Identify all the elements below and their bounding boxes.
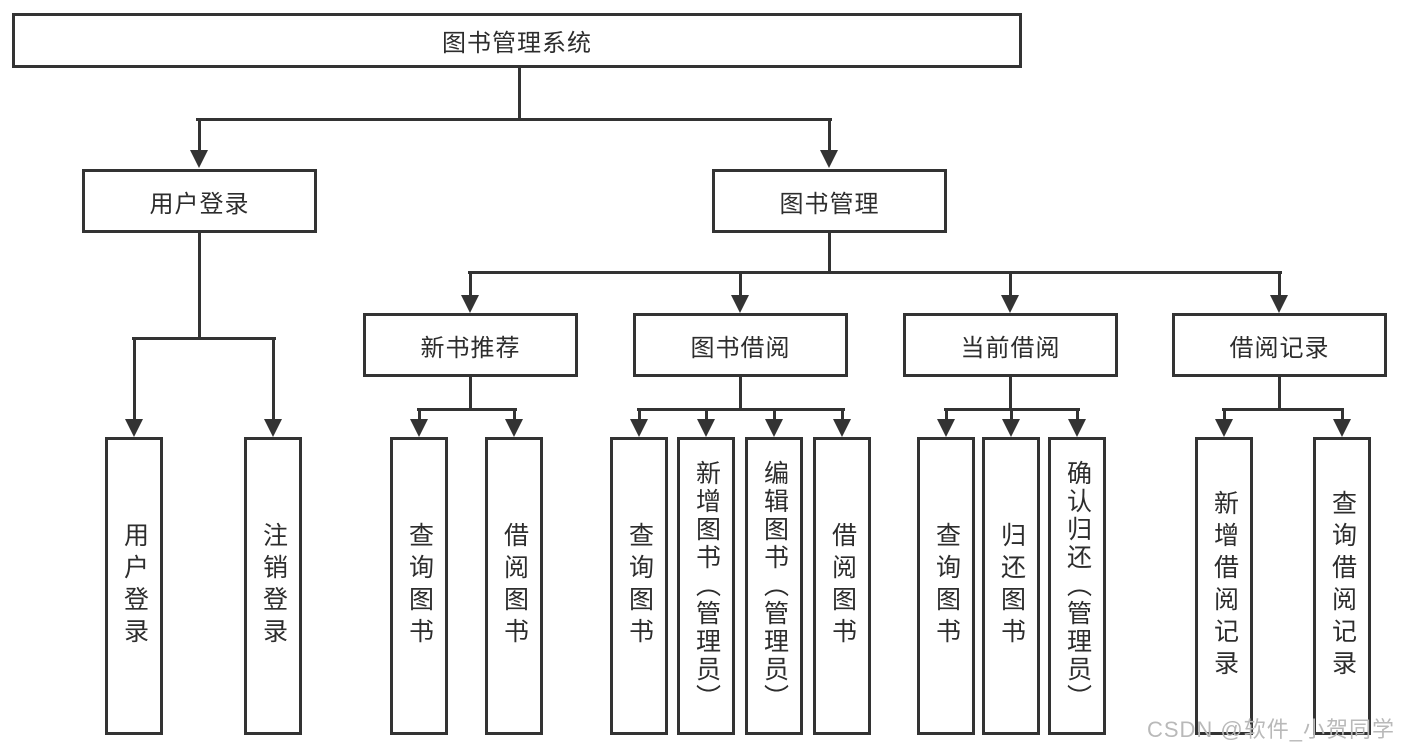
leaf-cb-query-books: 查询图书 (917, 437, 975, 735)
connector-leaf-drop (1010, 408, 1013, 421)
node-book-management: 图书管理 (712, 169, 947, 233)
connector-level1-rail (196, 118, 832, 121)
node-user-login: 用户登录 (82, 169, 317, 233)
connector-recommend-stem (469, 377, 472, 411)
csdn-watermark: CSDN @软件_小贺同学 (1146, 717, 1395, 742)
connector-book-mgmt-drop (828, 118, 831, 152)
arrowhead-leaf (630, 419, 648, 437)
node-new-book-recommendation-label: 新书推荐 (420, 334, 521, 362)
leaf-user-login: 用户登录 (105, 437, 163, 735)
connector-level3-rail (468, 271, 1282, 274)
connector-records-drop (1278, 271, 1281, 297)
leaf-cb-query-books-label: 查询图书 (932, 522, 961, 650)
leaf-br-add-record-label: 新增借阅记录 (1210, 490, 1239, 682)
arrowhead-leaf (765, 419, 783, 437)
connector-recommend-rail (417, 408, 517, 411)
leaf-user-login-label: 用户登录 (120, 522, 149, 650)
connector-leaf-drop (638, 408, 641, 421)
leaf-logout: 注销登录 (244, 437, 302, 735)
arrowhead-user-login (190, 150, 208, 168)
connector-leaf-drop (773, 408, 776, 421)
node-book-borrowing-label: 图书借阅 (690, 334, 791, 362)
leaf-bb-query-books: 查询图书 (610, 437, 668, 735)
leaf-bb-borrow-books: 借阅图书 (813, 437, 871, 735)
connector-leaf-drop (418, 408, 421, 421)
leaf-cb-return-books-label: 归还图书 (997, 522, 1026, 650)
arrowhead-current (1001, 295, 1019, 313)
node-book-borrowing: 图书借阅 (633, 313, 848, 377)
arrowhead-borrowing (731, 295, 749, 313)
arrowhead-leaf (833, 419, 851, 437)
arrowhead-leaf-login (125, 419, 143, 437)
arrowhead-leaf-logout (264, 419, 282, 437)
connector-leaf-drop (705, 408, 708, 421)
connector-leaf-drop (945, 408, 948, 421)
connector-borrowing-drop (739, 271, 742, 297)
connector-leaf-drop (1223, 408, 1226, 421)
arrowhead-leaf (697, 419, 715, 437)
leaf-br-query-record: 查询借阅记录 (1313, 437, 1371, 735)
connector-book-mgmt-stem (828, 233, 831, 274)
leaf-cb-confirm-return-admin-label: 确认归还（管理员） (1063, 460, 1092, 712)
node-book-management-label: 图书管理 (779, 190, 880, 218)
arrowhead-leaf (937, 419, 955, 437)
arrowhead-leaf (1068, 419, 1086, 437)
node-current-borrowing-label: 当前借阅 (960, 334, 1061, 362)
connector-user-login-rail (132, 337, 276, 340)
connector-leaf-login-drop (133, 337, 136, 421)
connector-root-stem (518, 66, 521, 120)
arrowhead-leaf (1002, 419, 1020, 437)
arrowhead-leaf (410, 419, 428, 437)
connector-current-stem (1009, 377, 1012, 411)
leaf-cb-confirm-return-admin: 确认归还（管理员） (1048, 437, 1106, 735)
node-borrowing-records-label: 借阅记录 (1229, 334, 1330, 362)
arrowhead-leaf (1215, 419, 1233, 437)
connector-recommend-drop (469, 271, 472, 297)
connector-records-stem (1278, 377, 1281, 411)
leaf-rec-query-books: 查询图书 (390, 437, 448, 735)
leaf-bb-add-books-admin-label: 新增图书（管理员） (692, 460, 721, 712)
leaf-rec-borrow-books-label: 借阅图书 (500, 522, 529, 650)
connector-borrowing-stem (739, 377, 742, 411)
leaf-rec-borrow-books: 借阅图书 (485, 437, 543, 735)
leaf-bb-borrow-books-label: 借阅图书 (828, 522, 857, 650)
arrowhead-records (1270, 295, 1288, 313)
node-root: 图书管理系统 (12, 13, 1022, 68)
leaf-bb-edit-books-admin-label: 编辑图书（管理员） (760, 460, 789, 712)
connector-leaf-drop (1341, 408, 1344, 421)
connector-records-rail (1222, 408, 1344, 411)
leaf-br-query-record-label: 查询借阅记录 (1328, 490, 1357, 682)
connector-leaf-drop (841, 408, 844, 421)
node-user-login-label: 用户登录 (149, 190, 250, 218)
connector-user-login-stem (198, 233, 201, 340)
arrowhead-recommend (461, 295, 479, 313)
leaf-br-add-record: 新增借阅记录 (1195, 437, 1253, 735)
leaf-logout-label: 注销登录 (259, 522, 288, 650)
leaf-bb-add-books-admin: 新增图书（管理员） (677, 437, 735, 735)
node-current-borrowing: 当前借阅 (903, 313, 1118, 377)
leaf-rec-query-books-label: 查询图书 (405, 522, 434, 650)
arrowhead-book-mgmt (820, 150, 838, 168)
node-new-book-recommendation: 新书推荐 (363, 313, 578, 377)
connector-user-login-drop (198, 118, 201, 152)
arrowhead-leaf (1333, 419, 1351, 437)
connector-leaf-logout-drop (272, 337, 275, 421)
node-borrowing-records: 借阅记录 (1172, 313, 1387, 377)
arrowhead-leaf (505, 419, 523, 437)
connector-leaf-drop (1076, 408, 1079, 421)
leaf-bb-edit-books-admin: 编辑图书（管理员） (745, 437, 803, 735)
node-root-label: 图书管理系统 (442, 30, 592, 57)
connector-borrowing-rail (637, 408, 845, 411)
connector-current-drop (1009, 271, 1012, 297)
connector-leaf-drop (513, 408, 516, 421)
leaf-cb-return-books: 归还图书 (982, 437, 1040, 735)
leaf-bb-query-books-label: 查询图书 (625, 522, 654, 650)
